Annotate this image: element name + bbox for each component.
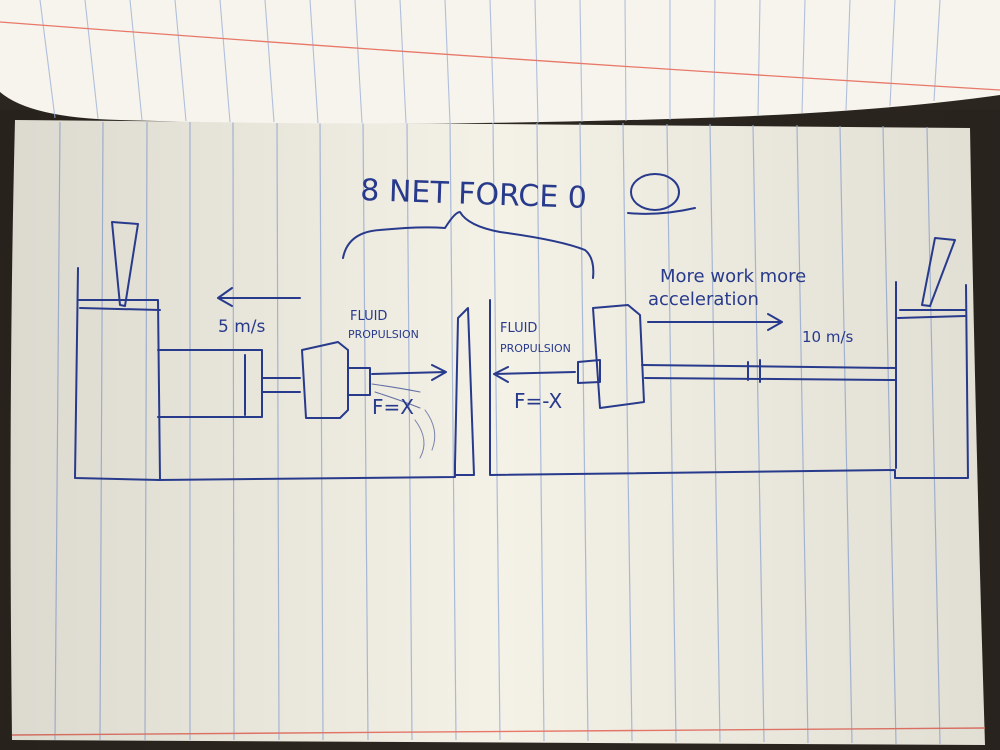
left-velocity-arrow bbox=[217, 287, 301, 307]
left-pointing-force-arrow bbox=[493, 366, 576, 383]
right-reservoir bbox=[489, 237, 969, 479]
sketch-title: 8 NET FORCE 0 bbox=[360, 173, 588, 216]
note-line-2: acceleration bbox=[648, 289, 759, 310]
right-force-label: F=-X bbox=[514, 389, 562, 413]
left-turbine bbox=[301, 341, 371, 419]
sketch-labels: 8 NET FORCE 0 5 m/s FLUID PROPULSION F=X… bbox=[218, 173, 854, 419]
left-force-label: F=X bbox=[372, 395, 414, 419]
right-turbine bbox=[577, 304, 645, 409]
center-wall bbox=[454, 307, 475, 476]
left-fluid-label: FLUID bbox=[350, 309, 387, 324]
left-propulsion-label: PROPULSION bbox=[348, 328, 419, 341]
right-speed-label: 10 m/s bbox=[802, 328, 854, 346]
note-line-1: More work more bbox=[660, 266, 806, 287]
ink-drawing bbox=[74, 173, 969, 481]
lower-page bbox=[0, 110, 1000, 750]
net-force-brace bbox=[342, 211, 595, 279]
right-pointing-force-arrow bbox=[371, 364, 447, 381]
zero-circle bbox=[630, 173, 680, 211]
left-reservoir bbox=[74, 221, 456, 481]
right-velocity-arrow bbox=[647, 313, 783, 331]
right-fluid-label: FLUID bbox=[500, 321, 537, 336]
upper-page bbox=[0, 0, 1000, 124]
right-propulsion-label: PROPULSION bbox=[500, 342, 571, 355]
title-underline bbox=[627, 207, 696, 215]
left-speed-label: 5 m/s bbox=[218, 317, 266, 337]
